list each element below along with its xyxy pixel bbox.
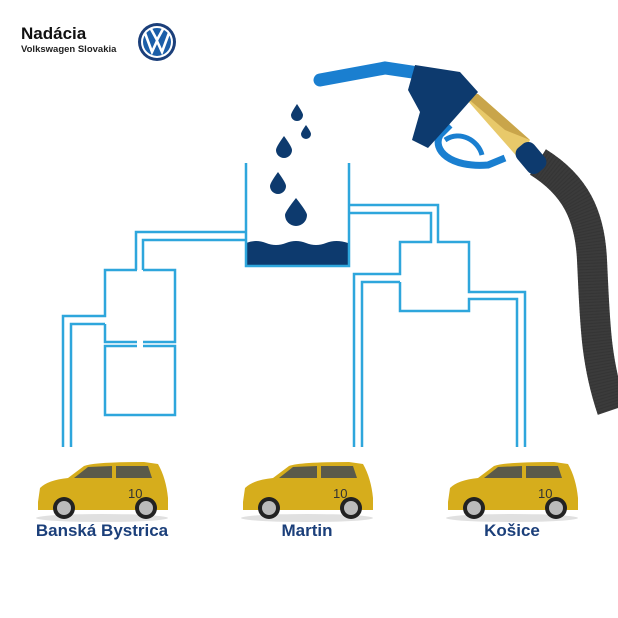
fuel-drops: [270, 104, 311, 226]
city-label-banska-bystrica: Banská Bystrica: [35, 521, 169, 540]
fuel-hose: [529, 149, 618, 415]
city-label-kosice: Košice: [484, 521, 540, 540]
drop-icon: [285, 198, 307, 226]
fuel-tank: [244, 163, 351, 268]
car: 10: [36, 462, 168, 522]
car-number: 10: [538, 486, 552, 501]
car: 10: [241, 462, 373, 522]
drop-icon: [270, 172, 286, 194]
city-label-martin: Martin: [281, 521, 333, 540]
fuel-nozzle: [313, 61, 547, 175]
car-number: 10: [333, 486, 347, 501]
car: 10: [446, 462, 578, 522]
drop-icon: [291, 104, 303, 121]
drop-icon: [276, 136, 292, 158]
vw-logo: [138, 23, 176, 61]
brand-title: Nadácia: [21, 24, 87, 43]
pipe-network: [61, 203, 527, 447]
brand-subtitle: Volkswagen Slovakia: [21, 44, 117, 55]
drop-icon: [301, 125, 311, 139]
car-number: 10: [128, 486, 142, 501]
